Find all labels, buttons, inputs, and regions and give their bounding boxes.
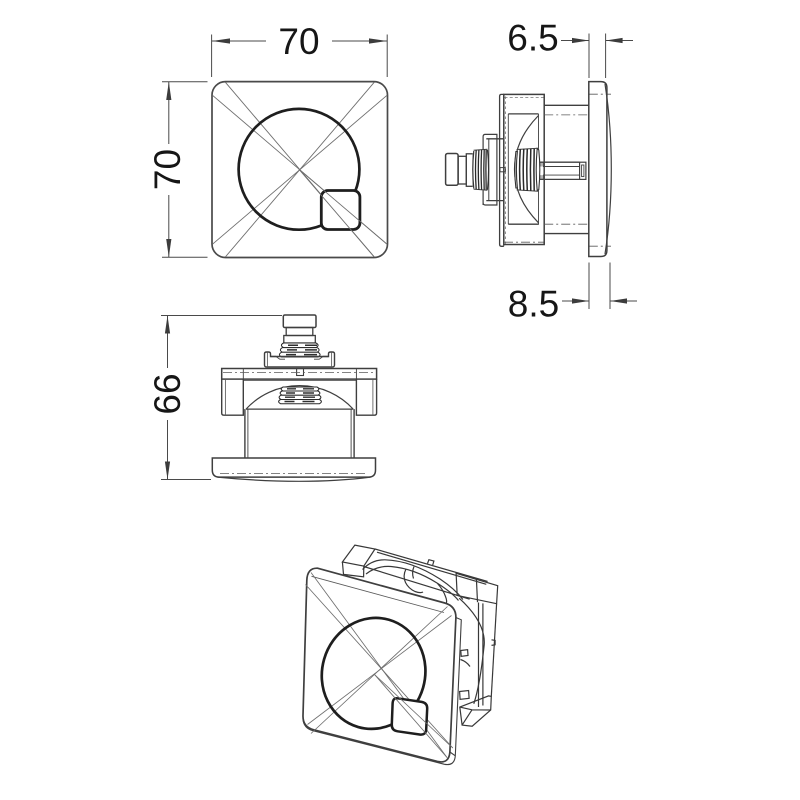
- svg-text:6.5: 6.5: [507, 18, 558, 59]
- svg-text:8.5: 8.5: [508, 284, 559, 325]
- svg-text:66: 66: [147, 373, 188, 414]
- svg-text:70: 70: [147, 149, 188, 190]
- svg-text:70: 70: [278, 21, 319, 62]
